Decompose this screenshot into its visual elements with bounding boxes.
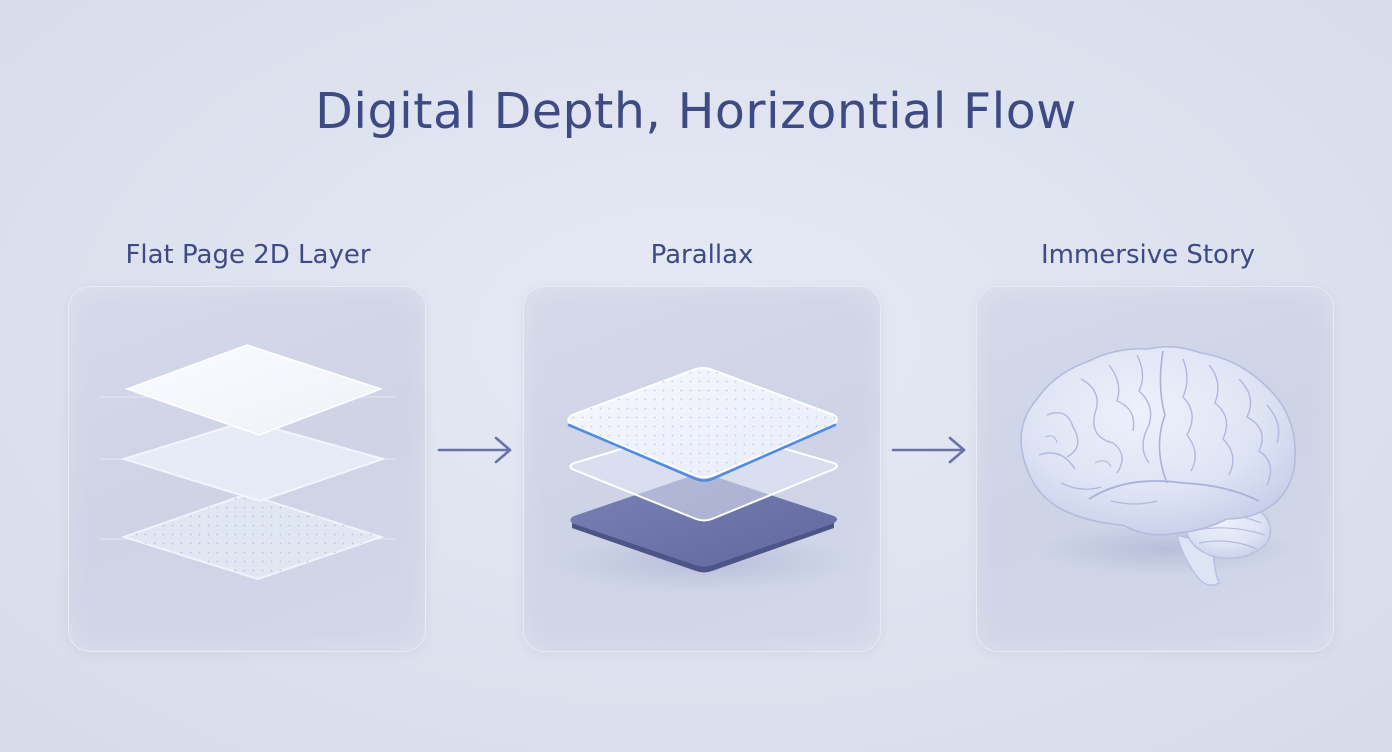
panel-label-flat-page: Flat Page 2D Layer [125,240,371,270]
layer-top [124,344,384,436]
page-title: Digital Depth, Horizontial Flow [315,83,1077,140]
panel-flat-page [68,286,426,652]
arrow-right-icon [437,436,512,464]
layer-middle [120,419,387,503]
arrow-right-icon [891,436,966,464]
cerebrum [1020,345,1296,536]
panel-immersive-story [976,286,1334,652]
panel-parallax [523,286,881,652]
brain-icon [1020,345,1297,586]
layer-bottom [120,492,385,581]
layer-glass [567,367,838,482]
parallax-layers-icon [554,367,854,592]
panel-label-immersive-story: Immersive Story [1040,240,1256,270]
panel-label-parallax: Parallax [650,240,754,270]
stacked-layers-icon [99,344,395,581]
